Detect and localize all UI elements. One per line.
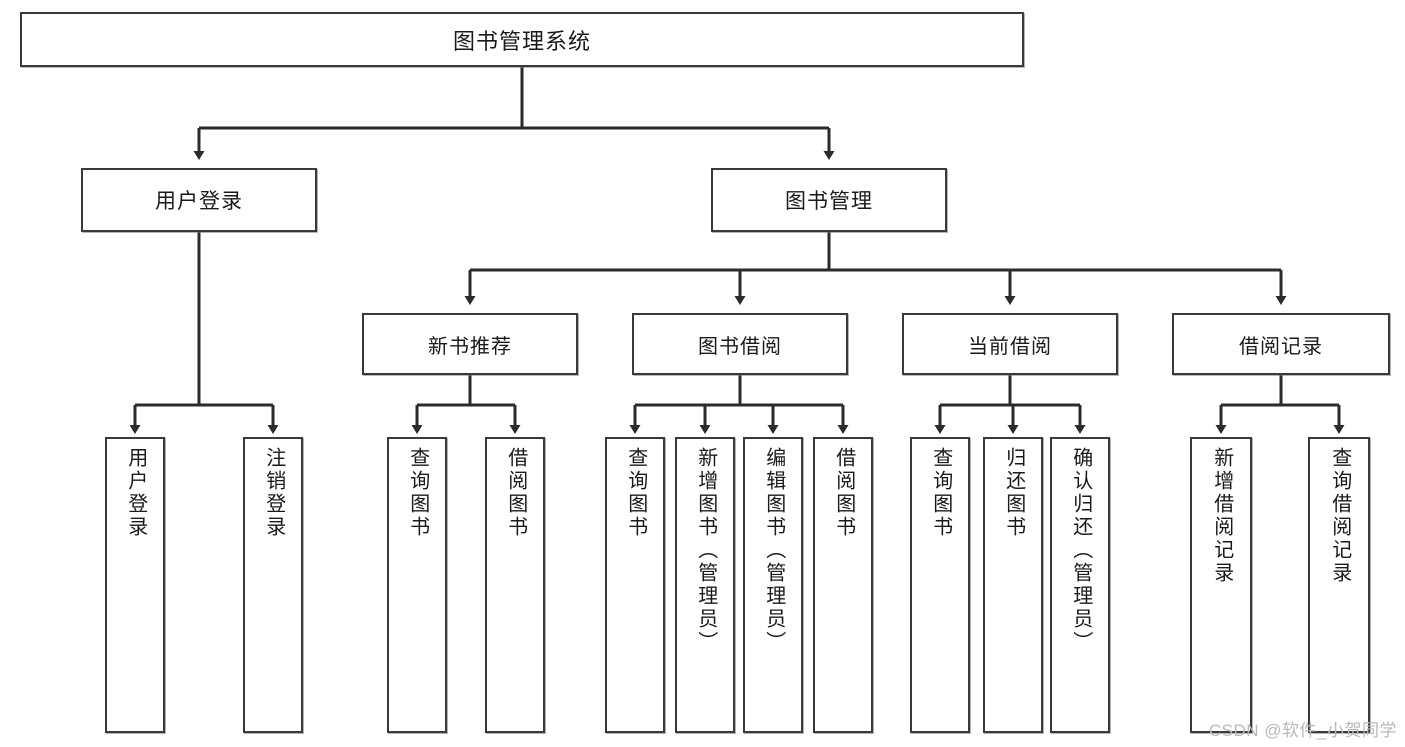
node-label: 当前借阅 bbox=[968, 335, 1052, 358]
node-book-borrowing[interactable]: 图书借阅 bbox=[632, 313, 848, 375]
node-leaf-add-borrow-record[interactable]: 新增借阅记录 bbox=[1190, 437, 1252, 733]
node-user-login[interactable]: 用户登录 bbox=[81, 168, 317, 232]
node-label: 查询图书 bbox=[406, 447, 429, 539]
node-current-borrowing[interactable]: 当前借阅 bbox=[902, 313, 1118, 375]
node-label: 借阅记录 bbox=[1239, 335, 1323, 358]
node-label: 图书管理系统 bbox=[452, 28, 591, 54]
node-label: 查询图书 bbox=[929, 447, 952, 539]
node-label: 编辑图书（管理员） bbox=[762, 447, 785, 654]
node-label: 查询借阅记录 bbox=[1328, 447, 1351, 585]
node-leaf-confirm-return-admin[interactable]: 确认归还（管理员） bbox=[1050, 437, 1110, 733]
watermark: CSDN @软件_小贺同学 bbox=[1208, 721, 1397, 740]
node-leaf-return-book[interactable]: 归还图书 bbox=[983, 437, 1043, 733]
node-leaf-user-login[interactable]: 用户登录 bbox=[105, 437, 165, 733]
node-label: 确认归还（管理员） bbox=[1069, 447, 1092, 654]
node-borrow-records[interactable]: 借阅记录 bbox=[1172, 313, 1390, 375]
node-label: 图书借阅 bbox=[698, 335, 782, 358]
node-label: 借阅图书 bbox=[504, 447, 527, 539]
node-leaf-query-book-borrow[interactable]: 查询图书 bbox=[605, 437, 665, 733]
node-leaf-borrow-book-newbook[interactable]: 借阅图书 bbox=[485, 437, 545, 733]
node-label: 借阅图书 bbox=[832, 447, 855, 539]
node-label: 归还图书 bbox=[1002, 447, 1025, 539]
node-leaf-add-book-admin[interactable]: 新增图书（管理员） bbox=[675, 437, 735, 733]
node-label: 查询图书 bbox=[624, 447, 647, 539]
node-leaf-query-borrow-record[interactable]: 查询借阅记录 bbox=[1308, 437, 1370, 733]
node-label: 新增图书（管理员） bbox=[694, 447, 717, 654]
node-leaf-query-book-newbook[interactable]: 查询图书 bbox=[387, 437, 447, 733]
node-book-management[interactable]: 图书管理 bbox=[711, 168, 947, 232]
node-label: 用户登录 bbox=[124, 447, 147, 539]
node-leaf-borrow-book[interactable]: 借阅图书 bbox=[813, 437, 873, 733]
node-label: 注销登录 bbox=[262, 447, 285, 539]
node-label: 新书推荐 bbox=[428, 335, 512, 358]
node-new-book-recommend[interactable]: 新书推荐 bbox=[362, 313, 578, 375]
node-label: 图书管理 bbox=[785, 190, 873, 213]
node-label: 用户登录 bbox=[155, 190, 243, 213]
node-leaf-logout[interactable]: 注销登录 bbox=[243, 437, 303, 733]
node-root[interactable]: 图书管理系统 bbox=[20, 12, 1024, 67]
node-label: 新增借阅记录 bbox=[1210, 447, 1233, 585]
node-leaf-edit-book-admin[interactable]: 编辑图书（管理员） bbox=[743, 437, 803, 733]
node-leaf-query-book-current[interactable]: 查询图书 bbox=[910, 437, 970, 733]
